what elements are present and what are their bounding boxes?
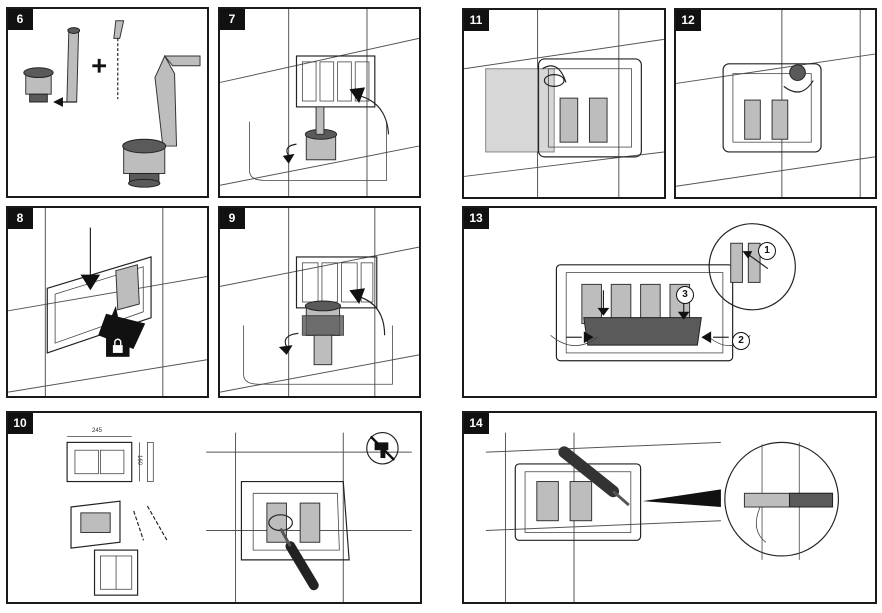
step-7-panel: 7 [218, 7, 421, 198]
lift-arrow-icon [349, 288, 366, 304]
step-7-illustration [220, 9, 419, 196]
fill-valve-large [122, 138, 167, 188]
step-number: 14 [464, 413, 489, 434]
step-13-illustration [550, 223, 796, 362]
cover-frame [240, 480, 350, 561]
plus-icon [92, 58, 107, 73]
push-left-arrow-icon [701, 331, 712, 344]
callout-2: 2 [732, 332, 750, 350]
step-number: 11 [464, 10, 489, 31]
step-8-illustration [8, 208, 207, 396]
zoom-pointer [642, 489, 721, 508]
flush-plate-drawing [66, 441, 133, 483]
lift-arrow-icon [742, 251, 753, 259]
step-12-illustration [676, 10, 875, 197]
screwdriver-icon [285, 541, 319, 591]
step-number: 7 [220, 9, 245, 30]
rotate-arrow-icon [543, 74, 565, 87]
rotate-arrow-icon [783, 80, 814, 93]
plate-width-dim: 245 [92, 428, 103, 434]
lift-arrow-icon [349, 87, 366, 103]
push-down-arrow-icon [80, 274, 101, 291]
step-6-panel: 6 [6, 7, 209, 198]
cistern-opening [295, 256, 378, 309]
step-10-panel: 10 245 160 [6, 411, 422, 604]
cistern-body [249, 121, 387, 181]
lock-icon [112, 345, 123, 353]
mounting-frame [70, 500, 121, 549]
cistern-opening [46, 256, 152, 354]
fill-valve-small [23, 67, 54, 103]
step-number: 9 [220, 208, 245, 229]
cistern-opening [295, 55, 376, 108]
cistern-body [243, 325, 393, 385]
plate-height-dim: 160 [136, 454, 143, 466]
step-10-illustration [66, 431, 412, 602]
step-number: 13 [464, 208, 489, 229]
step-number: 6 [8, 9, 33, 30]
step-number: 10 [8, 413, 33, 434]
detail-magnifier [708, 223, 796, 311]
float-tube [66, 30, 80, 103]
step-8-panel: 8 [6, 206, 209, 398]
flush-valve-plate [583, 317, 702, 346]
callout-1: 1 [758, 242, 776, 260]
push-right-arrow-icon [583, 331, 594, 344]
step-9-panel: 9 [218, 206, 421, 398]
push-down-arrow-icon-2 [677, 311, 690, 320]
step-14-panel: 14 [462, 411, 877, 604]
flush-plate [93, 549, 139, 596]
rotate-arrow-icon [278, 345, 293, 355]
cistern-frame [555, 264, 734, 362]
step-number: 12 [676, 10, 701, 31]
detail-magnifier [724, 441, 840, 557]
step-13-panel: 13 1 2 3 [462, 206, 877, 398]
fill-valve [304, 106, 338, 161]
step-9-illustration [220, 208, 419, 396]
step-14-illustration [485, 432, 840, 602]
push-down-arrow-icon [597, 307, 610, 316]
arrow-left-icon [53, 97, 63, 107]
step-12-panel: 12 [674, 8, 877, 199]
screwdriver-icon [558, 446, 620, 498]
rotate-arrow-icon [282, 153, 295, 164]
callout-3: 3 [676, 286, 694, 304]
frame-back [485, 68, 555, 153]
step-6-illustration [23, 20, 201, 188]
cover-frame [722, 63, 822, 153]
step-number: 8 [8, 208, 33, 229]
fill-valve-tube-large [154, 54, 178, 147]
step-11-panel: 11 [462, 8, 666, 199]
cover-frame [537, 58, 642, 158]
no-drill-icon [366, 431, 399, 465]
fill-valve [301, 300, 344, 366]
step-11-illustration [464, 10, 664, 197]
